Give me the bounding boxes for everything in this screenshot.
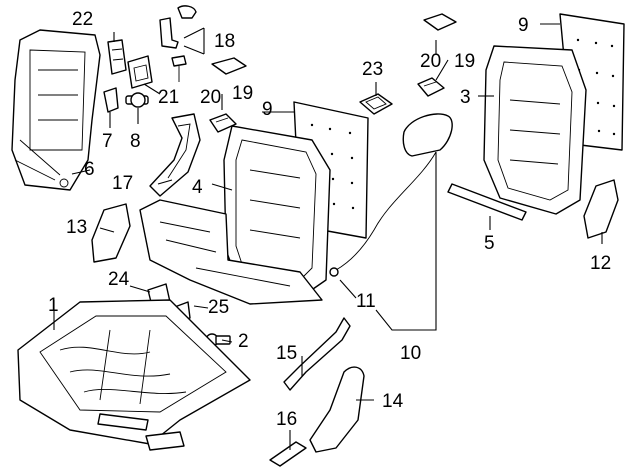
callout-7: 7 xyxy=(102,131,113,152)
callout-22: 22 xyxy=(72,9,94,30)
callout-21: 21 xyxy=(158,87,180,108)
callout-12: 12 xyxy=(590,253,612,274)
part-12-trim xyxy=(583,179,619,239)
callout-19a: 19 xyxy=(232,83,254,104)
part-8-bolt xyxy=(125,92,149,108)
callout-10: 10 xyxy=(400,343,422,364)
part-10-headrest-cable xyxy=(329,113,453,277)
callout-5: 5 xyxy=(484,233,495,254)
callout-19b: 19 xyxy=(454,51,476,72)
callout-24: 24 xyxy=(108,269,130,290)
callout-17: 17 xyxy=(112,173,134,194)
callout-1: 1 xyxy=(48,295,59,316)
part-15-bracket xyxy=(283,317,351,391)
part-14-side-trim xyxy=(309,366,365,453)
callout-2: 2 xyxy=(238,331,249,352)
part-19-latch-a xyxy=(209,113,237,133)
part-22-bracket xyxy=(107,39,127,75)
part-20-cover-b xyxy=(423,13,457,31)
seat-frame-lower xyxy=(139,199,323,305)
part-5-rod xyxy=(447,183,527,221)
callout-14: 14 xyxy=(382,391,404,412)
part-18-fasteners xyxy=(159,5,197,82)
part-23-button xyxy=(359,93,393,115)
callout-4: 4 xyxy=(192,177,203,198)
callout-11: 11 xyxy=(356,291,376,312)
callout-3: 3 xyxy=(460,87,471,108)
callout-13: 13 xyxy=(66,217,88,238)
part-7-clip xyxy=(103,87,119,113)
part-21-plate xyxy=(127,55,153,89)
part-13-trim xyxy=(91,203,131,263)
callout-20a: 20 xyxy=(200,87,222,108)
callout-23: 23 xyxy=(362,59,384,80)
callout-9a: 9 xyxy=(262,99,273,120)
part-20-cover-a xyxy=(211,57,247,75)
part-17-trim xyxy=(149,113,201,197)
part-3-seatback-frame-right xyxy=(483,45,587,215)
part-19-latch-b xyxy=(417,77,445,97)
part-6-seatback-frame-left xyxy=(11,29,101,191)
callout-8: 8 xyxy=(130,131,141,152)
callout-15: 15 xyxy=(276,343,298,364)
callout-18: 18 xyxy=(214,31,236,52)
part-1-cushion-frame xyxy=(17,299,251,451)
callout-9b: 9 xyxy=(518,15,529,36)
callout-25: 25 xyxy=(208,297,230,318)
callout-6: 6 xyxy=(84,159,95,180)
part-16-trim xyxy=(269,441,307,467)
callout-20b: 20 xyxy=(420,51,442,72)
leader-lines xyxy=(53,23,603,450)
callout-16: 16 xyxy=(276,409,298,430)
